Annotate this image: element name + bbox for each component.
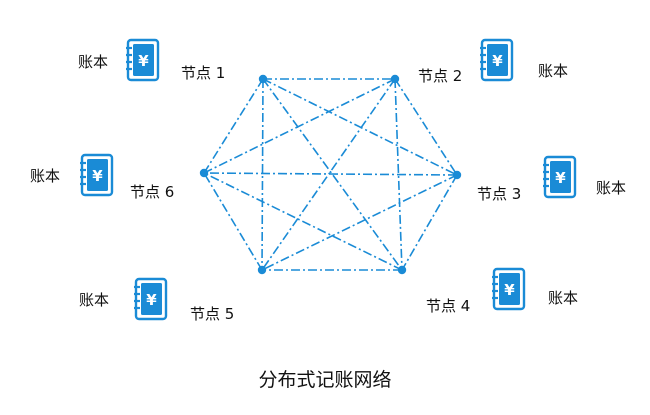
edge-1-6 [203,78,264,174]
edge-2-4 [394,78,403,271]
ledger-book-icon-1 [123,38,163,82]
edge-3-5 [261,174,458,271]
ledger-book-icon-4 [489,267,529,311]
ledger-label-3: 账本 [596,179,627,197]
edge-4-6 [203,172,403,271]
ledger-label-4: 账本 [548,289,579,307]
edge-1-5 [261,78,264,271]
edge-2-5 [261,78,396,271]
edge-1-4 [262,78,403,271]
node-label-3: 节点 3 [477,185,522,203]
node-label-2: 节点 2 [418,67,463,85]
diagram-caption: 分布式记账网络 [258,369,392,391]
ledger-label-5: 账本 [79,291,110,309]
ledger-book-icon-6 [77,153,117,197]
ledger-label-2: 账本 [538,62,569,80]
node-dot-6 [199,168,209,178]
node-dot-4 [397,265,407,275]
node-label-6: 节点 6 [130,183,175,201]
ledger-book-icon-2 [477,38,517,82]
edge-3-4 [401,174,458,271]
edge-3-6 [203,172,458,176]
node-label-4: 节点 4 [426,297,471,315]
edge-2-3 [394,78,458,176]
ledger-label-6: 账本 [30,167,61,185]
node-dot-1 [258,74,268,84]
ledger-label-1: 账本 [78,53,109,71]
node-label-1: 节点 1 [181,64,226,82]
node-dot-2 [390,74,400,84]
node-dot-3 [452,170,462,180]
ledger-book-icon-3 [540,155,580,199]
edge-5-6 [203,172,263,271]
edge-1-3 [262,78,458,176]
ledger-book-icon-5 [131,277,171,321]
edge-2-6 [203,78,396,174]
node-dot-5 [257,265,267,275]
node-label-5: 节点 5 [190,305,235,323]
